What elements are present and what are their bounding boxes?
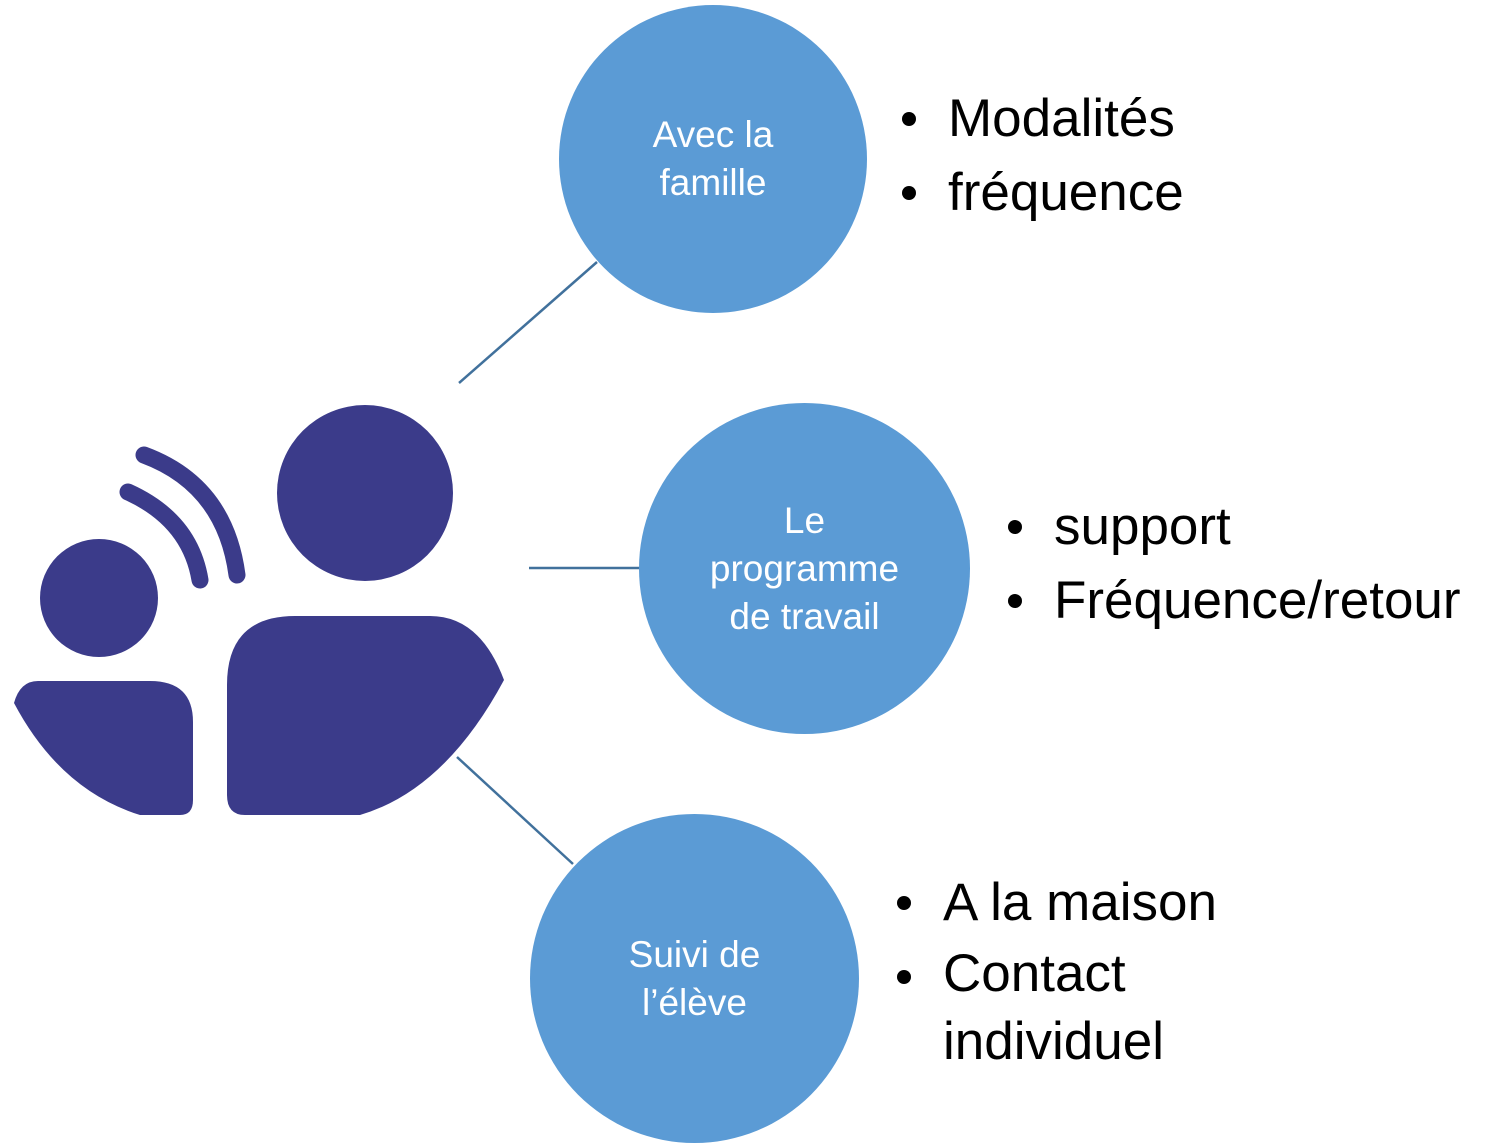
bullet-dot-icon: [902, 112, 916, 126]
node-label: Suivi de l’élève: [628, 933, 761, 1023]
list-item: fréquence: [902, 156, 1184, 230]
node-label: Le programme de travail: [709, 499, 900, 637]
node-label: Avec la famille: [652, 114, 774, 203]
list-item: Modalités: [902, 82, 1184, 156]
list-item: Contact individuel: [897, 940, 1217, 1076]
sound-wave-inner-icon: [119, 483, 209, 589]
node-suivi-de-leleve: Suivi de l’élève: [530, 814, 859, 1143]
bullet-dot-icon: [1008, 520, 1022, 534]
bullet-dot-icon: [902, 186, 916, 200]
bullet-text: Fréquence/retour: [1054, 571, 1461, 630]
bullet-text: Contact individuel: [943, 944, 1164, 1071]
list-item: support: [1008, 490, 1461, 564]
bullet-text: Modalités: [948, 89, 1175, 148]
list-item: Fréquence/retour: [1008, 564, 1461, 638]
bullet-dot-icon: [1008, 594, 1022, 608]
bullet-dot-icon: [897, 896, 911, 910]
child-head-icon: [40, 539, 158, 657]
bullet-dot-icon: [897, 970, 911, 984]
adult-head-icon: [277, 405, 453, 581]
sound-wave-outer-icon: [135, 446, 246, 584]
node-programme-de-travail: Le programme de travail: [639, 403, 970, 734]
node-avec-la-famille: Avec la famille: [559, 5, 867, 313]
bullet-text: support: [1054, 497, 1231, 556]
bullet-list-eleve: A la maison Contact individuel: [897, 866, 1217, 1076]
bullet-text: fréquence: [948, 163, 1184, 222]
child-body-icon: [14, 681, 193, 815]
bullet-list-programme: support Fréquence/retour: [1008, 490, 1461, 638]
bullet-list-famille: Modalités fréquence: [902, 82, 1184, 230]
adult-body-icon: [227, 616, 504, 815]
connector-line-famille: [458, 261, 598, 384]
list-item: A la maison: [897, 866, 1217, 940]
connector-line-eleve: [456, 756, 574, 865]
bullet-text: A la maison: [943, 873, 1217, 932]
